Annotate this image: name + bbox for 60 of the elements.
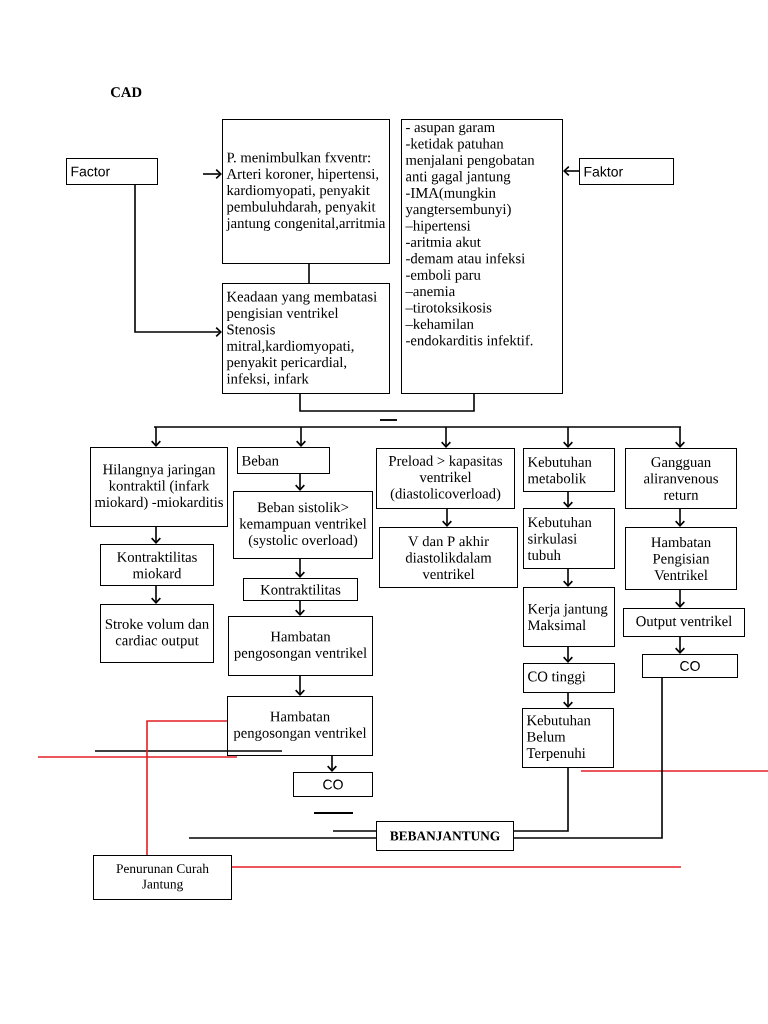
arrow <box>295 426 307 447</box>
process-box: V dan P akhir diastolikdalam ventrikel <box>379 527 518 588</box>
arrow <box>441 508 453 527</box>
arrow <box>674 636 686 654</box>
process-box: Keadaan yang membatasi pengisian ventrikel Stenosis mitral,kardiomyopati, penyakit pericardial, infeksi, infark <box>222 283 390 394</box>
process-box: Kerja jantung Maksimal <box>523 587 615 647</box>
arrow <box>562 692 574 708</box>
process-box: BEBANJANTUNG <box>376 821 514 851</box>
process-box: CO tinggi <box>523 663 615 693</box>
connector-line <box>308 263 310 284</box>
arrow <box>562 426 574 448</box>
arrow <box>674 589 686 608</box>
process-box: Beban <box>237 447 330 474</box>
process-box: CO <box>293 772 373 797</box>
process-box: Kebutuhan metabolik <box>523 448 615 492</box>
process-box: CO <box>642 654 738 678</box>
process-box: Faktor <box>579 158 674 185</box>
arrow <box>674 426 686 448</box>
arrow <box>674 508 686 527</box>
process-box: - asupan garam -ketidak patuhan menjalani pengobatan anti gagal jantung -IMA(mungkin yangtersembunyi) –hipertensi -aritmia akut -demam atau infeksi -emboli paru –anemia –tirotoksikosis –kehamilan -endokarditis infektif. <box>401 119 563 394</box>
arrow <box>562 568 574 587</box>
arrow <box>563 165 580 177</box>
arrow <box>150 526 162 544</box>
connector-line <box>513 767 569 832</box>
process-box: Kebutuhan sirkulasi tubuh <box>523 508 615 569</box>
process-box: Kontraktilitas <box>243 578 358 601</box>
arrow <box>326 755 338 772</box>
process-box: Kebutuhan Belum Terpenuhi <box>522 708 614 768</box>
process-box: Preload > kapasitas ventrikel (diastolicoverload) <box>376 448 515 509</box>
connector-line <box>153 426 682 428</box>
arrow <box>294 675 306 696</box>
connector-line <box>146 720 228 856</box>
arrow <box>562 491 574 508</box>
arrow <box>134 184 222 338</box>
connector-line <box>513 677 663 839</box>
connector-line <box>299 393 475 412</box>
process-box: Hambatan pengosongan ventrikel <box>228 616 373 676</box>
process-box: Kontraktilitas miokard <box>100 544 214 586</box>
process-box: Gangguan aliranvenous return <box>625 448 737 509</box>
arrow <box>150 585 162 604</box>
arrow <box>294 558 306 578</box>
process-box: Hilangnya jaringan kontraktil (infark miokard) -miokarditis <box>90 447 228 527</box>
arrow <box>294 600 306 616</box>
arrow <box>294 473 306 491</box>
process-box: Hambatan pengosongan ventrikel <box>227 696 373 756</box>
process-box: Output ventrikel <box>623 608 745 637</box>
arrow <box>440 426 452 448</box>
connector-line <box>231 866 682 868</box>
connector-line <box>188 837 377 839</box>
connector-line <box>332 830 377 832</box>
process-box: Stroke volum dan cardiac output <box>100 604 214 663</box>
title: CAD <box>111 87 142 98</box>
process-box: Penurunan Curah Jantung <box>93 855 232 900</box>
process-box: P. menimbulkan fxventr: Arteri koroner, hipertensi, kardiomyopati, penyakit pembuluhdarah, penyakit jantung congenital,arritmia <box>222 119 390 264</box>
arrow <box>150 426 162 447</box>
process-box: Factor <box>66 158 158 185</box>
process-box: Hambatan Pengisian Ventrikel <box>625 527 737 590</box>
process-box: Beban sistolik> kemampuan ventrikel (systolic overload) <box>233 491 373 559</box>
arrow <box>562 646 574 663</box>
arrow <box>202 168 222 180</box>
